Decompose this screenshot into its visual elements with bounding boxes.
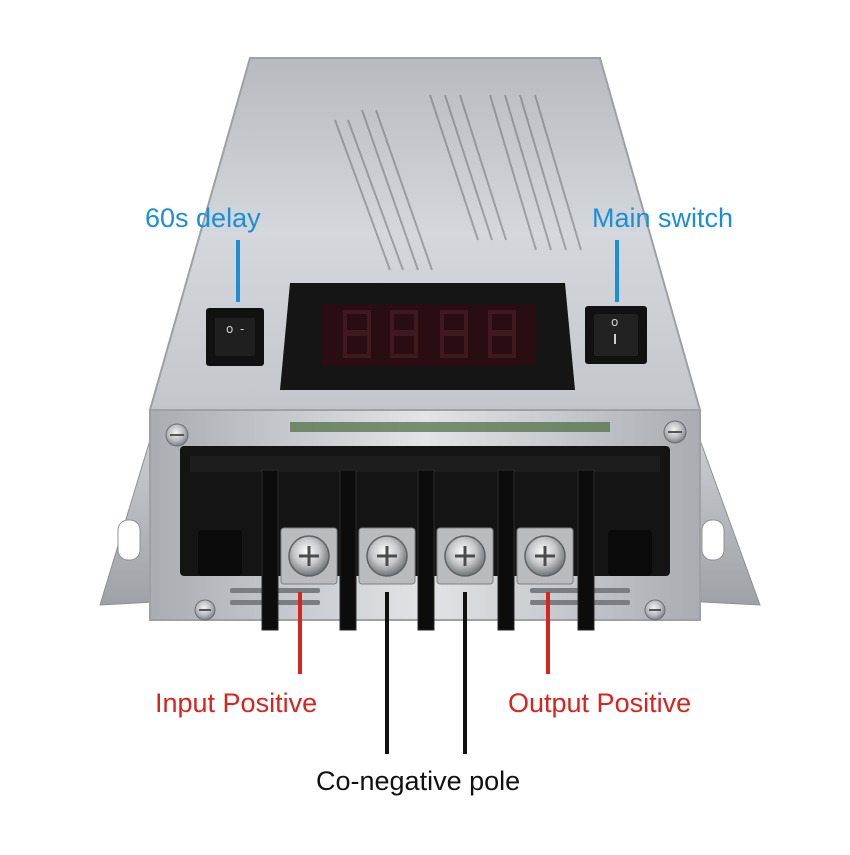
- delay-leader-line: [236, 240, 240, 302]
- main-switch-label: Main switch: [592, 203, 734, 233]
- input-positive-label: Input Positive: [155, 688, 318, 718]
- output-positive-label: Output Positive: [508, 688, 692, 718]
- housing-screws: [165, 420, 687, 621]
- svg-text:-: -: [240, 322, 244, 336]
- svg-text:o: o: [611, 315, 618, 329]
- delay-switch-body: o -: [206, 308, 264, 366]
- main-switch-leader-line: [615, 240, 619, 302]
- co-negative-leader-line-left: [385, 592, 389, 754]
- panel-print: [334, 94, 582, 271]
- input-positive-leader-line: [298, 592, 302, 674]
- main-switch-body: o: [585, 306, 647, 364]
- output-positive-leader-line: [546, 592, 550, 674]
- voltage-display: [280, 283, 575, 390]
- co-negative-pole-label: Co-negative pole: [316, 766, 521, 796]
- terminal-block: [180, 446, 670, 631]
- terminal-screws: [288, 535, 566, 577]
- co-negative-leader-line-right: [463, 592, 467, 754]
- svg-text:o: o: [226, 322, 233, 336]
- delay-switch-label: 60s delay: [145, 203, 261, 233]
